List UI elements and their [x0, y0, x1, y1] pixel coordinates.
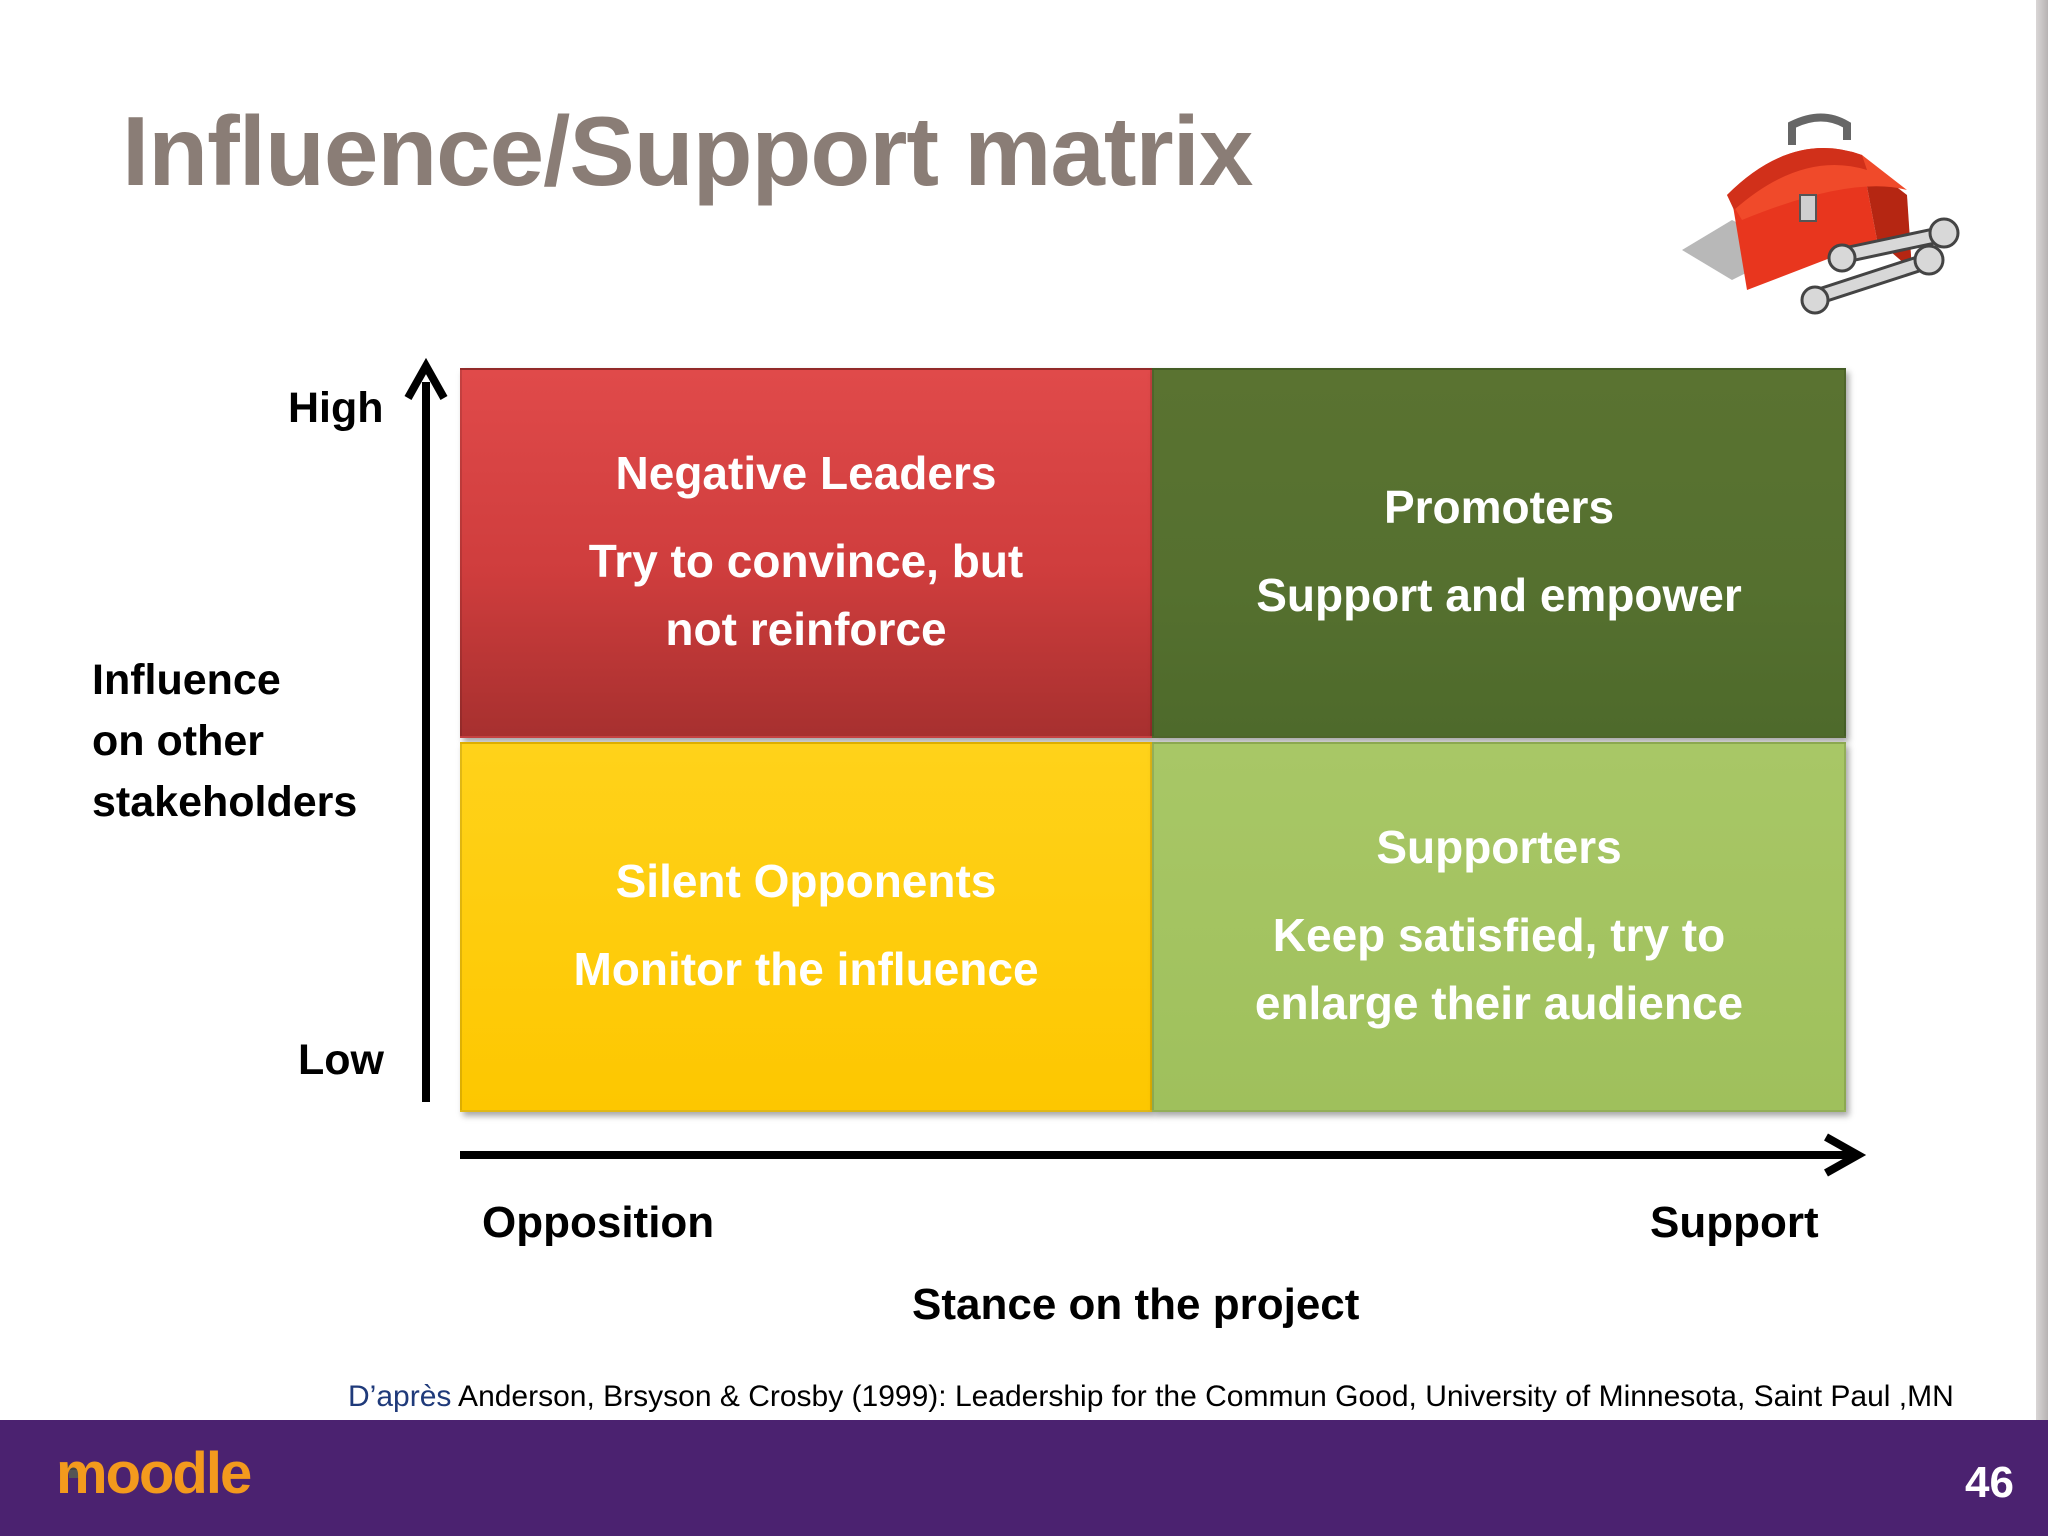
footer-bar: [0, 1420, 2048, 1536]
y-axis-title-line: Influence: [92, 656, 281, 704]
quadrant-text-line: Keep satisfied, try to: [1272, 909, 1726, 961]
graduation-cap-icon: [62, 1462, 88, 1478]
quadrant-negative-leaders: Negative Leaders Try to convince, but no…: [460, 368, 1152, 738]
citation-prefix: D’après: [348, 1380, 452, 1413]
x-axis-left-label: Opposition: [482, 1198, 715, 1247]
quadrant-text-line: Support and empower: [1256, 569, 1742, 621]
citation-text: Anderson, Brsyson & Crosby (1999): Leade…: [451, 1380, 1954, 1413]
y-axis-title-line: on other: [92, 717, 264, 765]
quadrant-text-line: Monitor the influence: [573, 943, 1039, 995]
y-axis-low-label: Low: [298, 1036, 384, 1084]
y-axis-high-label: High: [288, 384, 384, 432]
quadrant-title: Negative Leaders: [615, 447, 997, 499]
quadrant-promoters: Promoters Support and empower: [1152, 368, 1846, 738]
slide-title: Influence/Support matrix: [122, 96, 1253, 206]
quadrant-supporters: Supporters Keep satisfied, try to enlarg…: [1152, 742, 1846, 1112]
moodle-logo: moodle: [56, 1441, 252, 1506]
quadrant-title: Promoters: [1383, 481, 1615, 533]
toolbox-icon: [1682, 113, 1960, 315]
y-axis-title: Influence on other stakeholders: [92, 650, 357, 833]
quadrant-title: Supporters: [1376, 821, 1622, 873]
quadrant-text-line: not reinforce: [665, 603, 947, 655]
y-axis-title-line: stakeholders: [92, 778, 358, 826]
right-edge-strip: [2036, 0, 2048, 1420]
quadrant-title: Silent Opponents: [615, 855, 997, 907]
x-axis-title: Stance on the project: [912, 1280, 1360, 1329]
quadrant-text-line: enlarge their audience: [1254, 977, 1744, 1029]
page-number: 46: [1965, 1458, 2014, 1507]
x-axis-right-label: Support: [1650, 1198, 1819, 1247]
quadrant-text-line: Try to convince, but: [588, 535, 1024, 587]
citation: D’après Anderson, Brsyson & Crosby (1999…: [348, 1380, 1954, 1414]
quadrant-silent-opponents: Silent Opponents Monitor the influence: [460, 742, 1152, 1112]
x-axis-arrowhead: [1824, 1133, 1867, 1177]
y-axis-arrowhead: [404, 357, 448, 400]
